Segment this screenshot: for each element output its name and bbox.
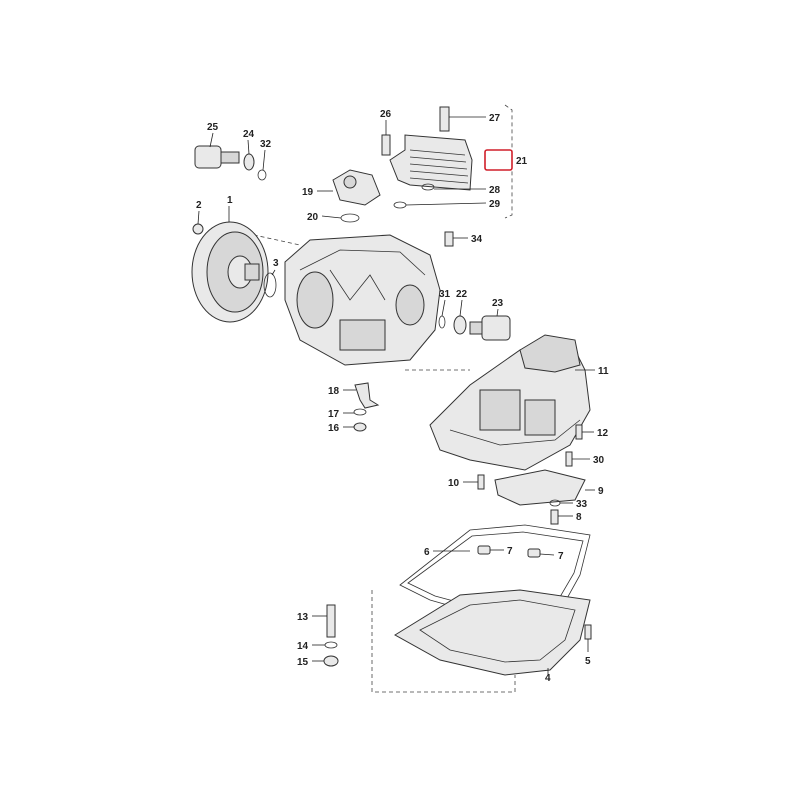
- callout-34: 34: [471, 234, 483, 245]
- part-3-oring: [263, 272, 277, 298]
- part-26-bolt: [381, 134, 391, 156]
- highlight-box-part-21: [484, 149, 513, 171]
- callout-30: 30: [593, 455, 605, 466]
- callout-17: 17: [328, 409, 340, 420]
- callout-19: 19: [302, 187, 314, 198]
- part-13-bolt: [326, 604, 336, 638]
- callout-27: 27: [489, 113, 501, 124]
- callout-10: 10: [448, 478, 460, 489]
- callout-29: 29: [489, 199, 501, 210]
- part-27-bolt: [439, 106, 450, 132]
- leader-lines: [197, 116, 595, 675]
- part-23-flange-shaft: [469, 315, 511, 341]
- part-32-ring: [257, 169, 267, 181]
- part-15-plug: [323, 655, 339, 667]
- callout-18: 18: [328, 386, 340, 397]
- callout-5: 5: [585, 656, 591, 667]
- part-1-torque-converter: [191, 221, 269, 323]
- part-29-seal: [393, 201, 407, 209]
- callout-24: 24: [243, 129, 255, 140]
- part-24-seal: [243, 153, 255, 171]
- callout-20: 20: [307, 212, 319, 223]
- part-9-filter: [494, 469, 586, 506]
- callout-4: 4: [545, 673, 551, 684]
- part-5-bolt: [584, 624, 592, 640]
- part-12-bolt: [575, 424, 583, 440]
- part-17-ring: [353, 408, 367, 416]
- callout-31: 31: [439, 289, 451, 300]
- part-34-plug: [444, 231, 454, 247]
- callout-9: 9: [598, 486, 604, 497]
- part-30-bolt: [565, 451, 573, 467]
- part-31-ring: [438, 315, 446, 329]
- callout-labels: 25 24 32 26 27 21 28 29 19 20 2 1 3 34 3…: [196, 109, 609, 684]
- part-7-magnet-a: [477, 545, 491, 555]
- callout-23: 23: [492, 298, 504, 309]
- part-16-plug: [353, 422, 367, 432]
- part-20-oring: [340, 213, 360, 223]
- callout-3: 3: [273, 258, 279, 269]
- callout-15: 15: [297, 657, 309, 668]
- callout-8: 8: [576, 512, 582, 523]
- callout-14: 14: [297, 641, 309, 652]
- callout-12: 12: [597, 428, 609, 439]
- transmission-housing: [284, 234, 441, 366]
- part-11-valve-body: [429, 334, 591, 471]
- callout-13: 13: [297, 612, 309, 623]
- part-8-bolt: [550, 509, 559, 525]
- part-14-washer: [324, 641, 338, 649]
- callout-28: 28: [489, 185, 501, 196]
- part-22-seal: [453, 315, 467, 335]
- callout-32: 32: [260, 139, 272, 150]
- callout-11: 11: [598, 366, 609, 377]
- part-7-magnet-b: [527, 548, 541, 558]
- callout-1: 1: [227, 195, 233, 206]
- callout-22: 22: [456, 289, 468, 300]
- part-18-pipe: [354, 382, 380, 409]
- callout-7a: 7: [507, 546, 513, 557]
- part-4-oil-pan: [394, 589, 591, 676]
- part-2-bolt: [192, 223, 204, 235]
- callout-2: 2: [196, 200, 202, 211]
- callout-26: 26: [380, 109, 392, 120]
- part-10-bolt: [477, 474, 485, 490]
- callout-6: 6: [424, 547, 430, 558]
- callout-16: 16: [328, 423, 340, 434]
- part-25-shaft: [194, 145, 240, 169]
- callout-21: 21: [516, 156, 528, 167]
- callout-33: 33: [576, 499, 588, 510]
- callout-7b: 7: [558, 551, 564, 562]
- callout-25: 25: [207, 122, 219, 133]
- part-21-oil-cooler: [389, 134, 473, 191]
- part-28-seal: [421, 183, 435, 191]
- part-19-sensor: [332, 169, 381, 206]
